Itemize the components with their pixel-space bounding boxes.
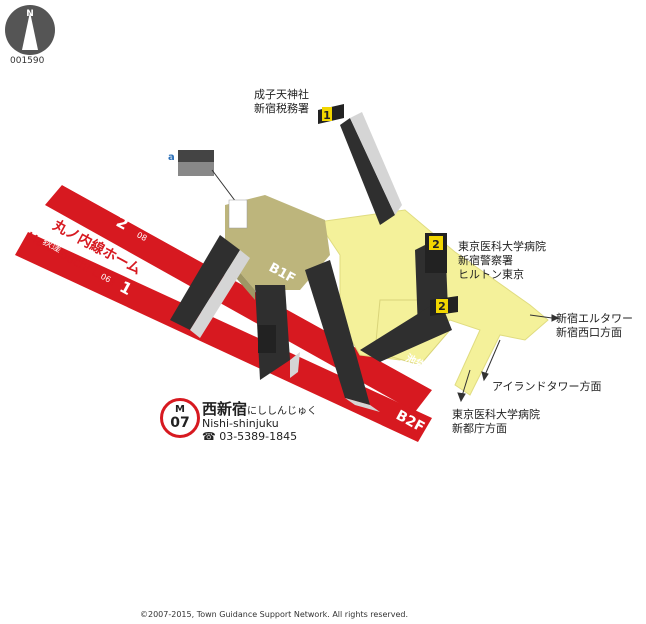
station-name-kana: にししんじゅく bbox=[247, 406, 318, 417]
direction-arrows bbox=[457, 314, 560, 403]
station-code-badge: M 07 bbox=[160, 398, 200, 438]
direction-0-line1: 新宿エルタワー bbox=[556, 312, 633, 325]
exit-2b-num: 2 bbox=[438, 300, 446, 313]
exit-marker-2a: 2 bbox=[425, 233, 447, 273]
compass-icon: N bbox=[5, 5, 55, 55]
direction-2-line1: 東京医科大学病院 bbox=[452, 408, 540, 421]
exit-2-line1: 東京医科大学病院 bbox=[458, 240, 546, 253]
exit-1-num: 1 bbox=[323, 109, 331, 122]
exit-1-line1: 成子天神社 bbox=[254, 88, 309, 101]
staircases bbox=[170, 118, 452, 405]
exit-2-label: 東京医科大学病院 新宿警察署 ヒルトン東京 bbox=[458, 240, 546, 282]
compass-label: N bbox=[26, 9, 34, 19]
dest-ogikubo-sub: 06 bbox=[99, 272, 112, 285]
direction-2-line2: 新都庁方面 bbox=[452, 422, 507, 435]
direction-0-line2: 新宿西口方面 bbox=[556, 326, 622, 339]
exit-marker-2b: 2 bbox=[430, 296, 458, 316]
direction-1-line1: アイランドタワー方面 bbox=[492, 380, 602, 393]
copyright: ©2007-2015, Town Guidance Support Networ… bbox=[140, 610, 408, 619]
phone-icon: ☎ bbox=[202, 430, 216, 443]
track-2-sub: 08 bbox=[135, 230, 148, 243]
direction-label-hospital: 東京医科大学病院 新都庁方面 bbox=[452, 408, 540, 436]
direction-label-island: アイランドタワー方面 bbox=[492, 380, 601, 394]
station-name-kanji: 西新宿 bbox=[202, 400, 248, 418]
exit-2-line3: ヒルトン東京 bbox=[458, 268, 524, 281]
station-romaji: Nishi-shinjuku bbox=[202, 417, 279, 430]
station-phone: ☎ 03-5389-1845 bbox=[202, 430, 297, 443]
facility-label: a bbox=[168, 152, 175, 163]
station-code-line: M bbox=[175, 404, 185, 415]
station-phone-number: 03-5389-1845 bbox=[219, 430, 298, 443]
exit-marker-1: 1 bbox=[318, 104, 344, 124]
stair-shading bbox=[190, 112, 402, 412]
exit-2-line2: 新宿警察署 bbox=[458, 254, 513, 267]
facility-sign: a bbox=[168, 150, 248, 229]
station-name: 西新宿にししんじゅく bbox=[202, 398, 317, 419]
exit-2a-num: 2 bbox=[432, 238, 440, 251]
station-code-num: 07 bbox=[170, 415, 190, 431]
exit-1-line2: 新宿税務署 bbox=[254, 102, 309, 115]
direction-label-eltower: 新宿エルタワー 新宿西口方面 bbox=[556, 312, 633, 340]
map-code: 001590 bbox=[10, 56, 45, 66]
exit-1-label: 成子天神社 新宿税務署 bbox=[254, 88, 309, 116]
